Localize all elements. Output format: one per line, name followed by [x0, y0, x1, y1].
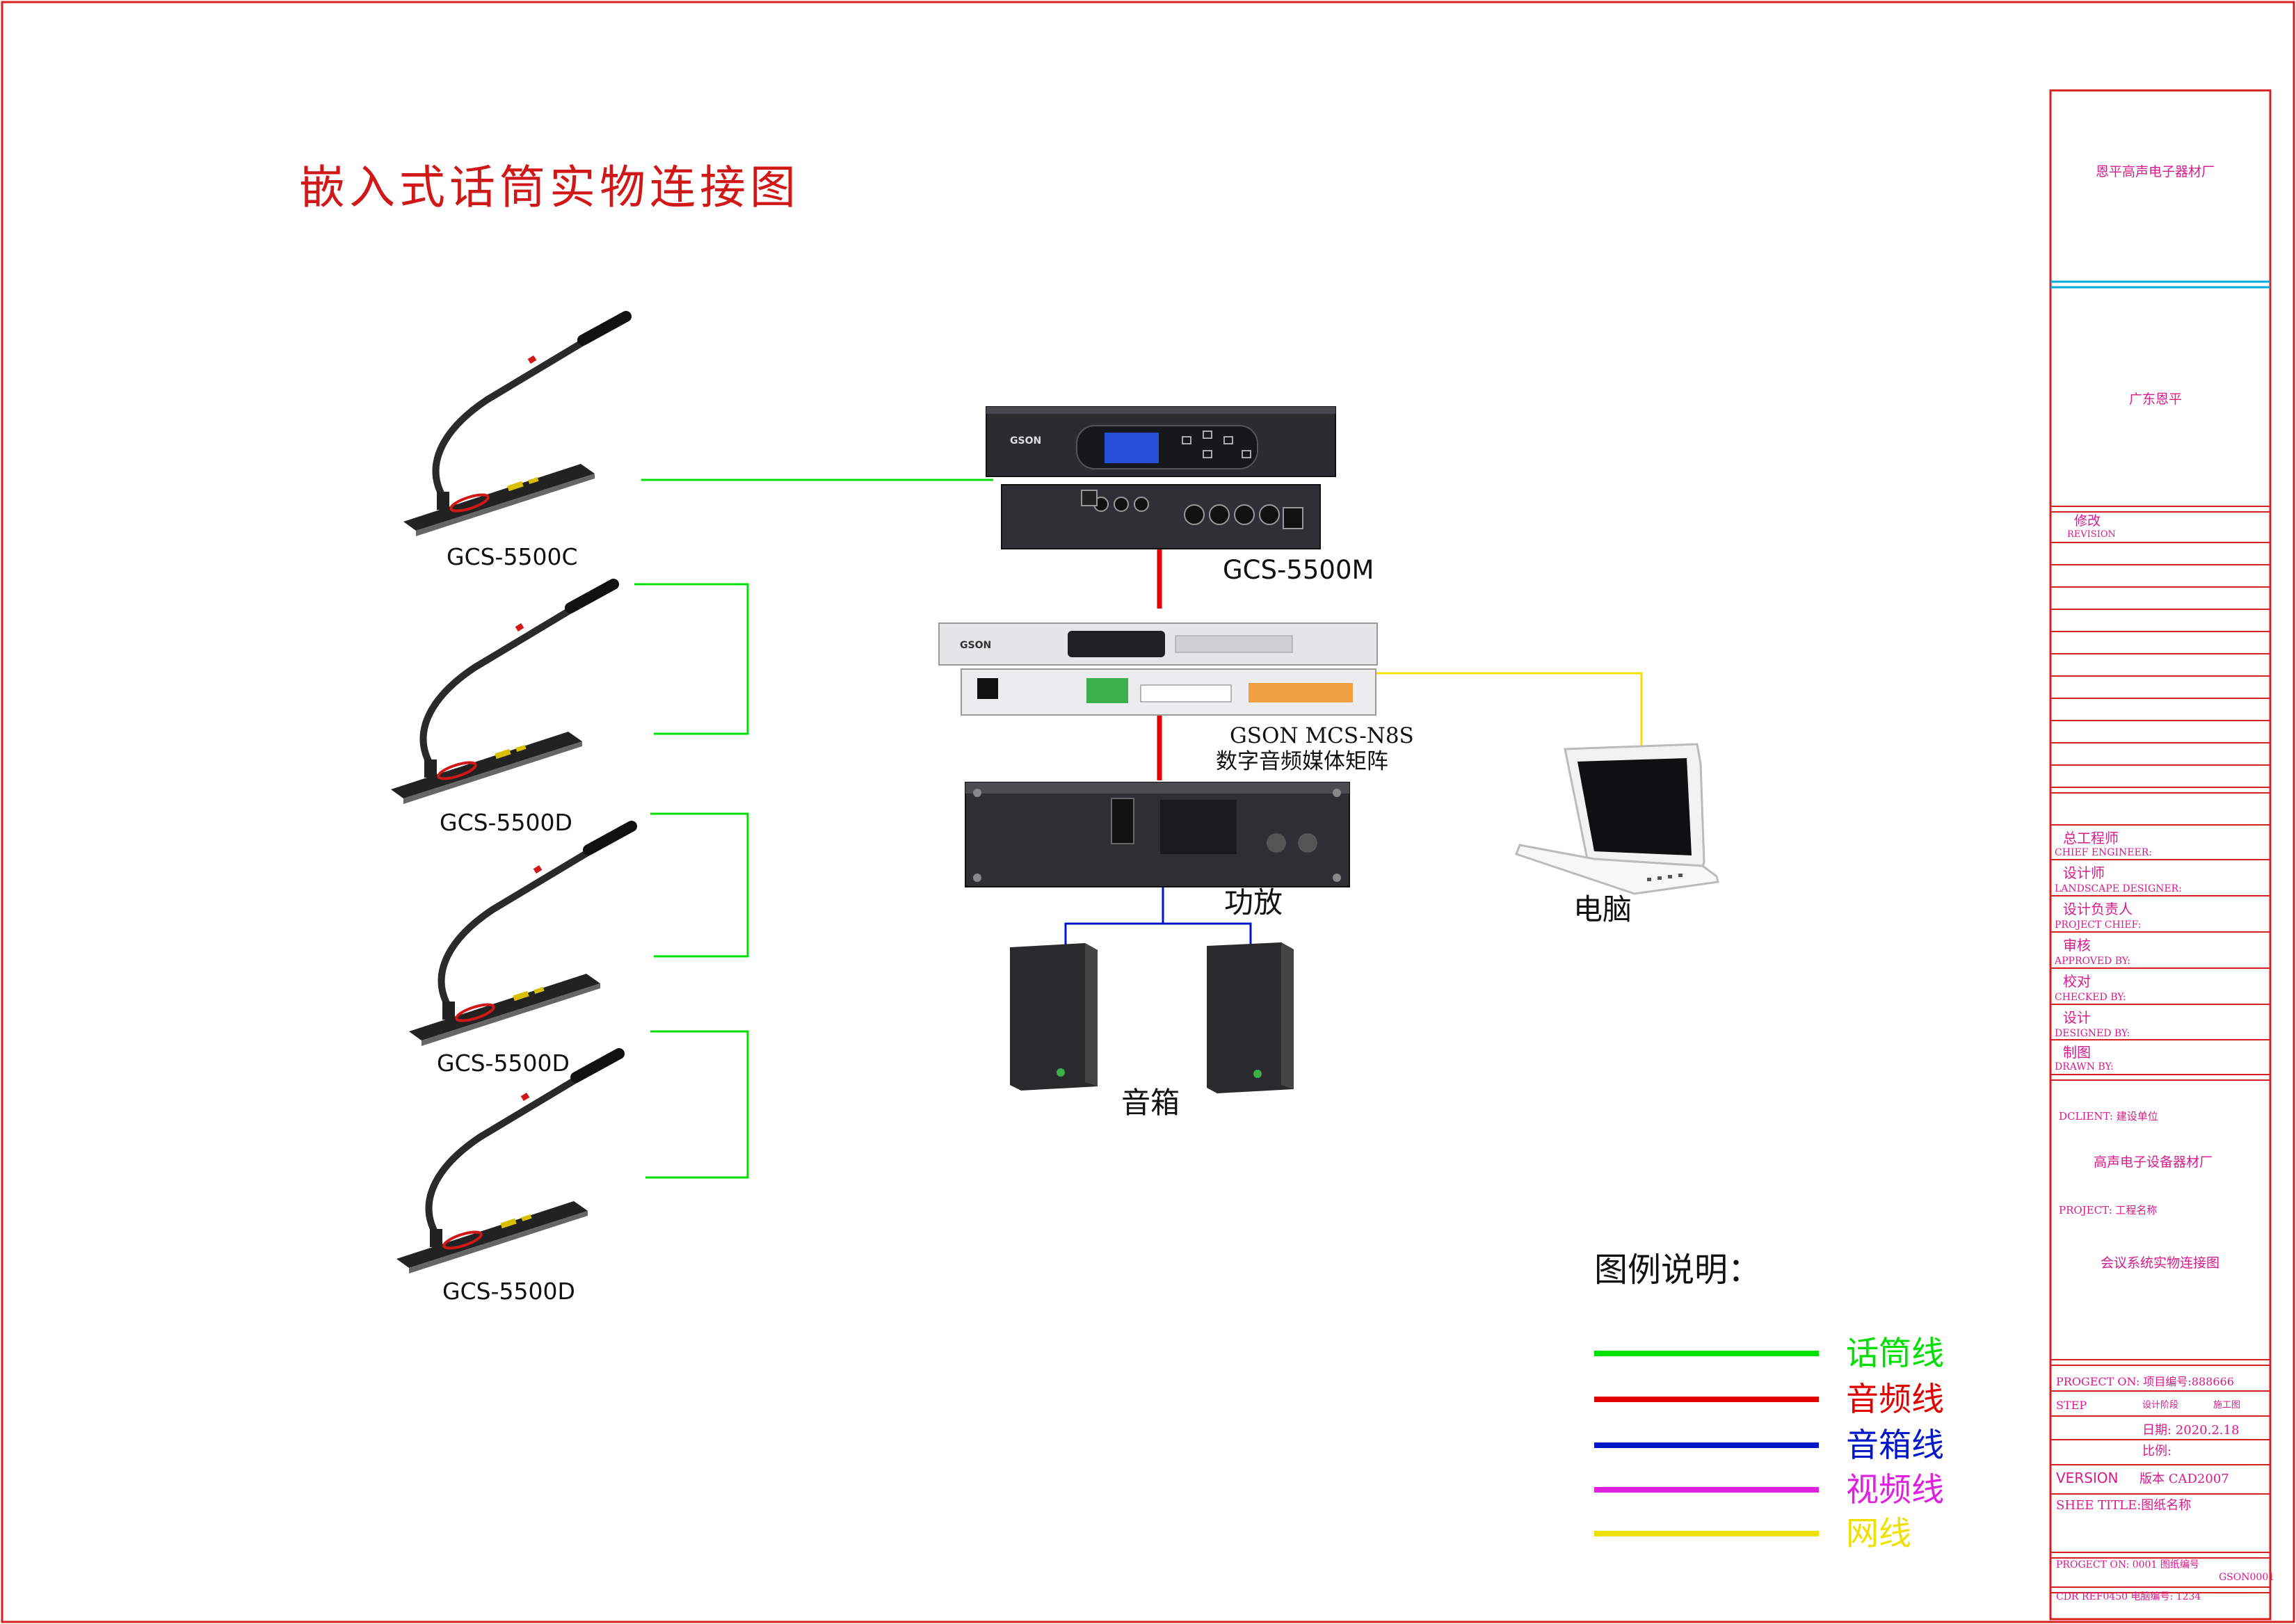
- role-designed-cn: 设计: [2063, 1009, 2091, 1026]
- microphone-delegate-3: [396, 1048, 625, 1273]
- legend-label-video: 视频线: [1846, 1471, 1944, 1509]
- role-approved-en: APPROVED BY:: [2054, 956, 2130, 967]
- svg-text:GSON: GSON: [1010, 435, 1041, 447]
- step-stage: 设计阶段: [2142, 1400, 2178, 1410]
- audio-matrix-unit: GSON: [938, 622, 1378, 716]
- conference-host-unit: GSON: [986, 406, 1336, 549]
- role-approved-cn: 审核: [2063, 937, 2091, 954]
- role-checked-cn: 校对: [2063, 973, 2091, 990]
- version-value: 版本 CAD2007: [2140, 1472, 2229, 1486]
- role-drawn-cn: 制图: [2063, 1044, 2091, 1061]
- microphone-chairman: [403, 311, 632, 536]
- title-block-company: 恩平高声电子器材厂: [2096, 164, 2215, 179]
- title-block-revision-en: REVISION: [2067, 529, 2116, 540]
- host-unit-label: GCS-5500M: [1223, 555, 1374, 585]
- role-project-chief-cn: 设计负责人: [2063, 901, 2133, 917]
- microphone-delegate-1: [391, 579, 619, 804]
- project-name: 会议系统实物连接图: [2101, 1255, 2219, 1271]
- project-label: PROJECT: 工程名称: [2059, 1204, 2157, 1216]
- project-number: PROGECT ON: 项目编号:888666: [2056, 1375, 2234, 1388]
- step-label: STEP: [2056, 1399, 2087, 1412]
- drawing-number: PROGECT ON: 0001 图纸编号: [2056, 1559, 2199, 1570]
- role-landscape-designer-cn: 设计师: [2063, 865, 2105, 881]
- speaker-left: [1010, 943, 1098, 1091]
- legend-label-network: 网线: [1846, 1515, 1911, 1553]
- legend-label-audio: 音频线: [1846, 1381, 1944, 1419]
- client-label: DCLIENT: 建设单位: [2059, 1110, 2158, 1123]
- speaker-cables: [1064, 883, 1252, 951]
- role-chief-engineer-cn: 总工程师: [2063, 830, 2119, 846]
- microphone-delegate-2: [409, 821, 637, 1046]
- legend-label-speaker: 音箱线: [1846, 1426, 1944, 1465]
- amplifier-label: 功放: [1224, 885, 1283, 919]
- legend-heading: 图例说明：: [1594, 1251, 1761, 1289]
- laptop-computer: [1515, 743, 1719, 895]
- diagram-title: 嵌入式话筒实物连接图: [299, 161, 800, 214]
- cdr-reference: CDR REF0450 电脑编号: 1234: [2056, 1591, 2201, 1602]
- title-block-region: 广东恩平: [2129, 392, 2182, 407]
- matrix-description-label: 数字音频媒体矩阵: [1216, 749, 1388, 774]
- role-drawn-en: DRAWN BY:: [2055, 1061, 2114, 1072]
- svg-text:GSON: GSON: [960, 640, 991, 651]
- client-name: 高声电子设备器材厂: [2094, 1155, 2213, 1170]
- step-value: 施工图: [2213, 1400, 2240, 1410]
- role-project-chief-en: PROJECT CHIEF:: [2055, 919, 2141, 931]
- power-amplifier: [965, 782, 1350, 887]
- scale-field: 比例:: [2142, 1444, 2171, 1458]
- matrix-model-label: GSON MCS-N8S: [1230, 723, 1414, 748]
- version-label: VERSION: [2056, 1470, 2119, 1486]
- speakers-label: 音箱: [1121, 1086, 1180, 1120]
- mic-delegate-1-label: GCS-5500D: [440, 809, 572, 836]
- role-checked-en: CHECKED BY:: [2055, 992, 2126, 1003]
- title-block-revision-cn: 修改: [2074, 513, 2101, 529]
- legend-label-mic: 话筒线: [1846, 1335, 1944, 1373]
- role-chief-engineer-en: CHIEF ENGINEER:: [2055, 847, 2152, 858]
- mic-cables: [634, 479, 993, 1179]
- date-field: 日期: 2020.2.18: [2142, 1423, 2239, 1438]
- mic-delegate-2-label: GCS-5500D: [437, 1050, 570, 1077]
- mic-chairman-label: GCS-5500C: [447, 543, 578, 570]
- role-designed-en: DESIGNED BY:: [2055, 1028, 2130, 1039]
- drawing-code: GSON0001: [2219, 1572, 2274, 1583]
- network-cable: [1370, 672, 1643, 753]
- mic-delegate-3-label: GCS-5500D: [442, 1278, 575, 1305]
- sheet-title: SHEE TITLE:图纸名称: [2056, 1498, 2191, 1513]
- title-block: 恩平高声电子器材厂 广东恩平 修改 REVISION 总工程师 CHIEF E: [2049, 89, 2274, 1621]
- legend: 图例说明： 话筒线 音频线 音箱线 视频线 网线: [1594, 1251, 1944, 1553]
- role-landscape-designer-en: LANDSCAPE DESIGNER:: [2055, 883, 2182, 894]
- computer-label: 电脑: [1573, 892, 1632, 926]
- speaker-right: [1207, 942, 1294, 1093]
